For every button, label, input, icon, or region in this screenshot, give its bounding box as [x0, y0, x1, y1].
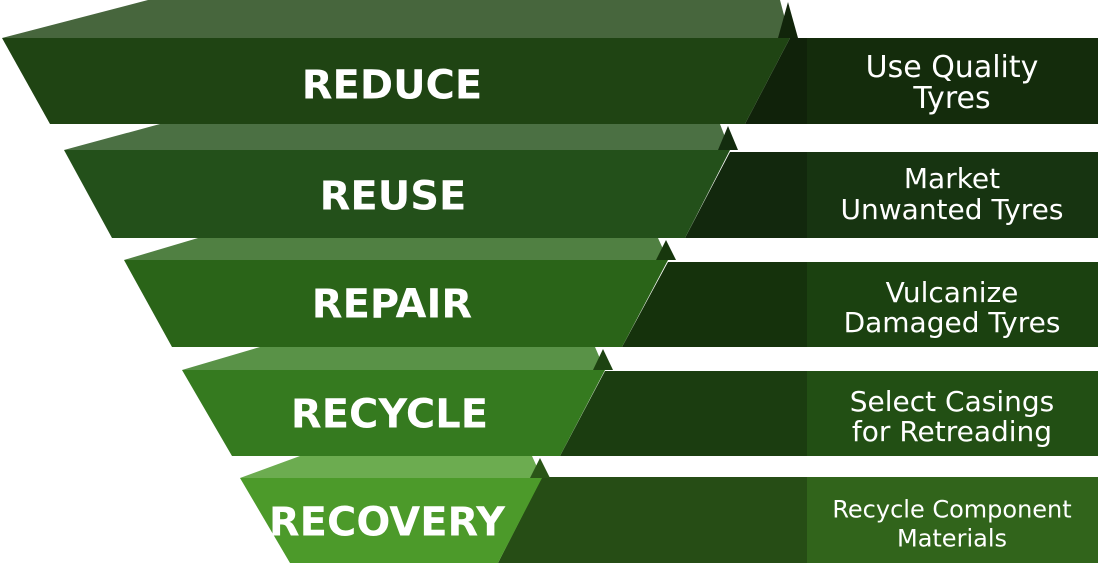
description-band-recycle: [807, 371, 1098, 456]
tier-face-recovery: [240, 478, 542, 563]
tier-description-recycle-line-1: Select Casings: [850, 385, 1054, 418]
tier-description-recycle-line-2: for Retreading: [852, 415, 1052, 448]
tier-top-recycle: [182, 347, 605, 370]
tier-corner-reduce: [778, 2, 798, 38]
tier-face-recycle: [182, 370, 605, 456]
tier-label-reduce: REDUCE: [302, 62, 483, 108]
tier-top-reuse: [64, 124, 730, 150]
tier-label-repair: REPAIR: [312, 281, 472, 327]
band-connector-reduce: [745, 38, 807, 124]
tier-corner-reuse: [718, 126, 738, 150]
tier-description-reduce-line-2: Tyres: [912, 81, 990, 116]
tier-face-reuse: [64, 150, 730, 238]
band-connector-reuse: [685, 152, 807, 238]
tier-label-recycle: RECYCLE: [291, 391, 488, 437]
description-band-recovery: [807, 477, 1098, 563]
description-band-repair: [807, 262, 1098, 347]
band-connector-recycle: [560, 371, 807, 456]
band-connector-recovery: [498, 477, 807, 563]
tier-label-recovery: RECOVERY: [269, 499, 506, 545]
tier-description-recovery-line-2: Materials: [897, 525, 1007, 553]
tier-label-reuse: REUSE: [320, 173, 467, 219]
tier-description-repair-line-1: Vulcanize: [886, 276, 1019, 309]
tier-corner-recovery: [530, 458, 550, 478]
tier-corner-recycle: [593, 349, 613, 370]
tier-top-recovery: [240, 456, 542, 478]
band-connector-repair: [622, 262, 807, 347]
tier-top-repair: [124, 238, 668, 260]
tier-description-reuse-line-1: Market: [904, 162, 1000, 195]
tier-description-repair-line-2: Damaged Tyres: [844, 306, 1061, 339]
tier-description-recovery-line-1: Recycle Component: [832, 496, 1071, 524]
tier-top-reduce: [2, 0, 790, 38]
tier-face-reduce: [2, 38, 790, 124]
description-band-reduce: [807, 38, 1098, 124]
tier-description-reuse-line-2: Unwanted Tyres: [841, 193, 1064, 226]
tier-face-repair: [124, 260, 668, 347]
tier-corner-repair: [656, 240, 676, 260]
tier-description-reduce-line-1: Use Quality: [866, 50, 1039, 85]
description-band-reuse: [807, 152, 1098, 238]
